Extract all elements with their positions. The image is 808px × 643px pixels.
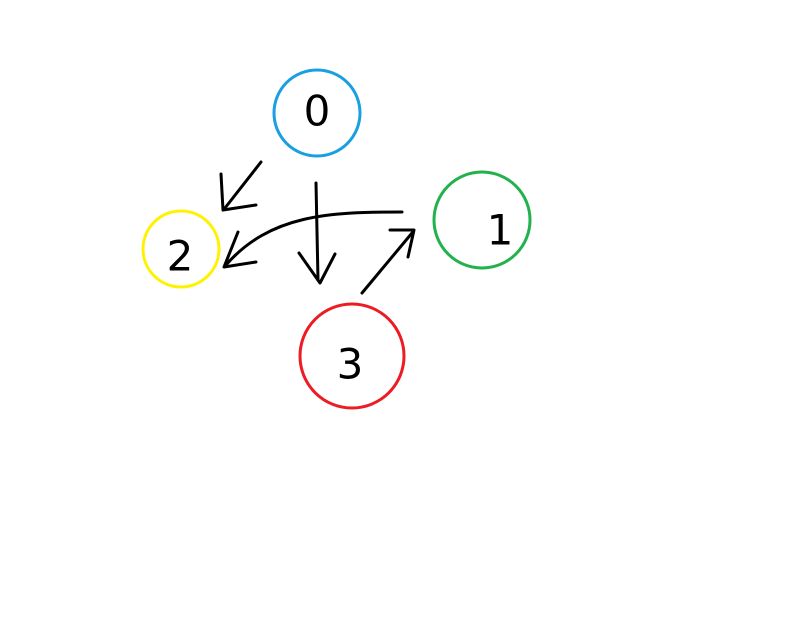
node-3: 3 — [298, 302, 406, 410]
node-2: 2 — [141, 209, 221, 289]
node-1-label: 1 — [487, 206, 514, 255]
edge-3-to-1 — [360, 228, 416, 295]
edge-1-to-2 — [222, 210, 404, 269]
node-3-circle — [298, 302, 406, 410]
edge-3-to-1-arrowhead — [388, 228, 416, 259]
edge-0-to-2-line — [223, 160, 263, 210]
node-0: 0 — [272, 68, 362, 158]
edge-0-to-2 — [219, 160, 263, 212]
edge-0-to-3-line — [314, 181, 320, 282]
node-2-label: 2 — [167, 232, 194, 281]
node-2-circle — [141, 209, 221, 289]
node-0-label: 0 — [304, 87, 331, 136]
node-3-label: 3 — [337, 340, 364, 389]
edge-1-to-2-arrowhead — [222, 230, 258, 269]
edge-1-to-2-line — [223, 210, 404, 268]
node-1: 1 — [432, 170, 532, 270]
edge-0-to-3-arrowhead — [297, 251, 337, 285]
node-1-circle — [432, 170, 532, 270]
edge-3-to-1-line — [360, 231, 414, 295]
edge-0-to-3 — [297, 181, 337, 285]
edge-0-to-2-arrowhead — [219, 172, 258, 212]
node-0-circle — [272, 68, 362, 158]
